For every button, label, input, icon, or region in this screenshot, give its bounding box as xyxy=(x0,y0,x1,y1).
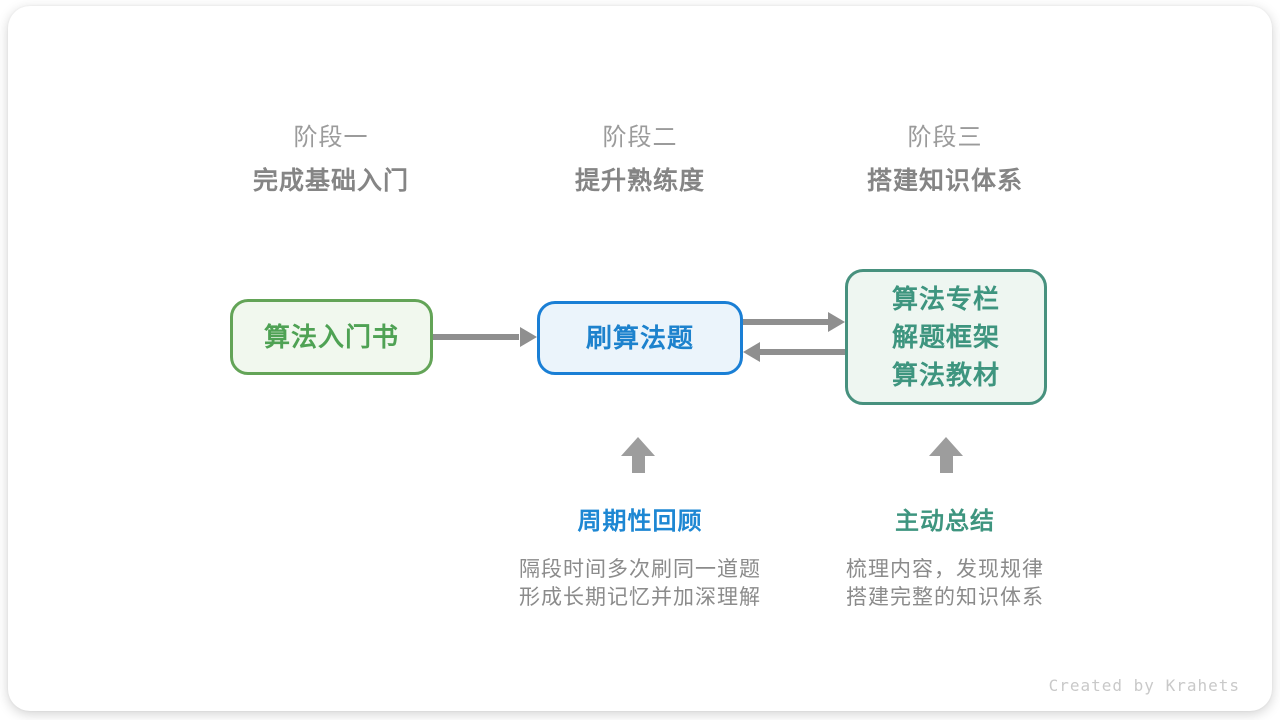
annotation-line: 隔段时间多次刷同一道题 xyxy=(519,558,761,581)
stage-subtitle: 搭建知识体系 xyxy=(866,167,1023,195)
stage-label: 阶段二 xyxy=(602,124,678,151)
node-label: 算法专栏 xyxy=(891,284,1000,314)
annotation-title: 周期性回顾 xyxy=(577,508,703,535)
annotation-line: 梳理内容，发现规律 xyxy=(846,558,1044,581)
node-practice-problems: 刷算法题 xyxy=(537,301,743,375)
arrow-right-icon xyxy=(743,312,845,332)
arrow-left-icon xyxy=(743,342,845,362)
arrow-up-icon xyxy=(621,437,655,473)
stage-header-2: 阶段二 提升熟练度 xyxy=(480,122,800,197)
node-label: 算法入门书 xyxy=(263,322,399,352)
stage-header-1: 阶段一 完成基础入门 xyxy=(171,122,491,197)
arrow-shaft xyxy=(433,334,519,340)
annotation-active-summary: 主动总结 梳理内容，发现规律 搭建完整的知识体系 xyxy=(775,507,1115,612)
arrow-shaft xyxy=(743,319,829,325)
arrow-stem xyxy=(631,456,645,473)
arrow-shaft xyxy=(759,349,845,355)
annotation-description: 隔段时间多次刷同一道题 形成长期记忆并加深理解 xyxy=(470,556,810,612)
arrow-right-icon xyxy=(433,327,537,347)
arrow-head xyxy=(743,342,760,362)
annotation-line: 形成长期记忆并加深理解 xyxy=(519,586,761,609)
stage-label: 阶段一 xyxy=(293,124,369,151)
stage-label: 阶段三 xyxy=(907,124,983,151)
annotation-periodic-review: 周期性回顾 隔段时间多次刷同一道题 形成长期记忆并加深理解 xyxy=(470,507,810,612)
credit-text: Created by Krahets xyxy=(1048,676,1240,695)
node-intro-book: 算法入门书 xyxy=(230,299,433,375)
arrow-head xyxy=(621,437,655,456)
annotation-description: 梳理内容，发现规律 搭建完整的知识体系 xyxy=(775,556,1115,612)
annotation-line: 搭建完整的知识体系 xyxy=(846,586,1044,609)
stage-subtitle: 完成基础入门 xyxy=(252,167,409,195)
arrow-stem xyxy=(939,456,953,473)
node-label: 刷算法题 xyxy=(585,323,694,353)
arrow-head xyxy=(828,312,845,332)
stage-subtitle: 提升熟练度 xyxy=(574,167,705,195)
node-label: 算法教材 xyxy=(891,360,1000,390)
node-knowledge-resources: 算法专栏 解题框架 算法教材 xyxy=(845,269,1047,405)
arrow-head xyxy=(929,437,963,456)
arrow-up-icon xyxy=(929,437,963,473)
node-label: 解题框架 xyxy=(891,322,1000,352)
arrow-head xyxy=(520,327,537,347)
stage-header-3: 阶段三 搭建知识体系 xyxy=(785,122,1105,197)
annotation-title: 主动总结 xyxy=(895,508,995,535)
